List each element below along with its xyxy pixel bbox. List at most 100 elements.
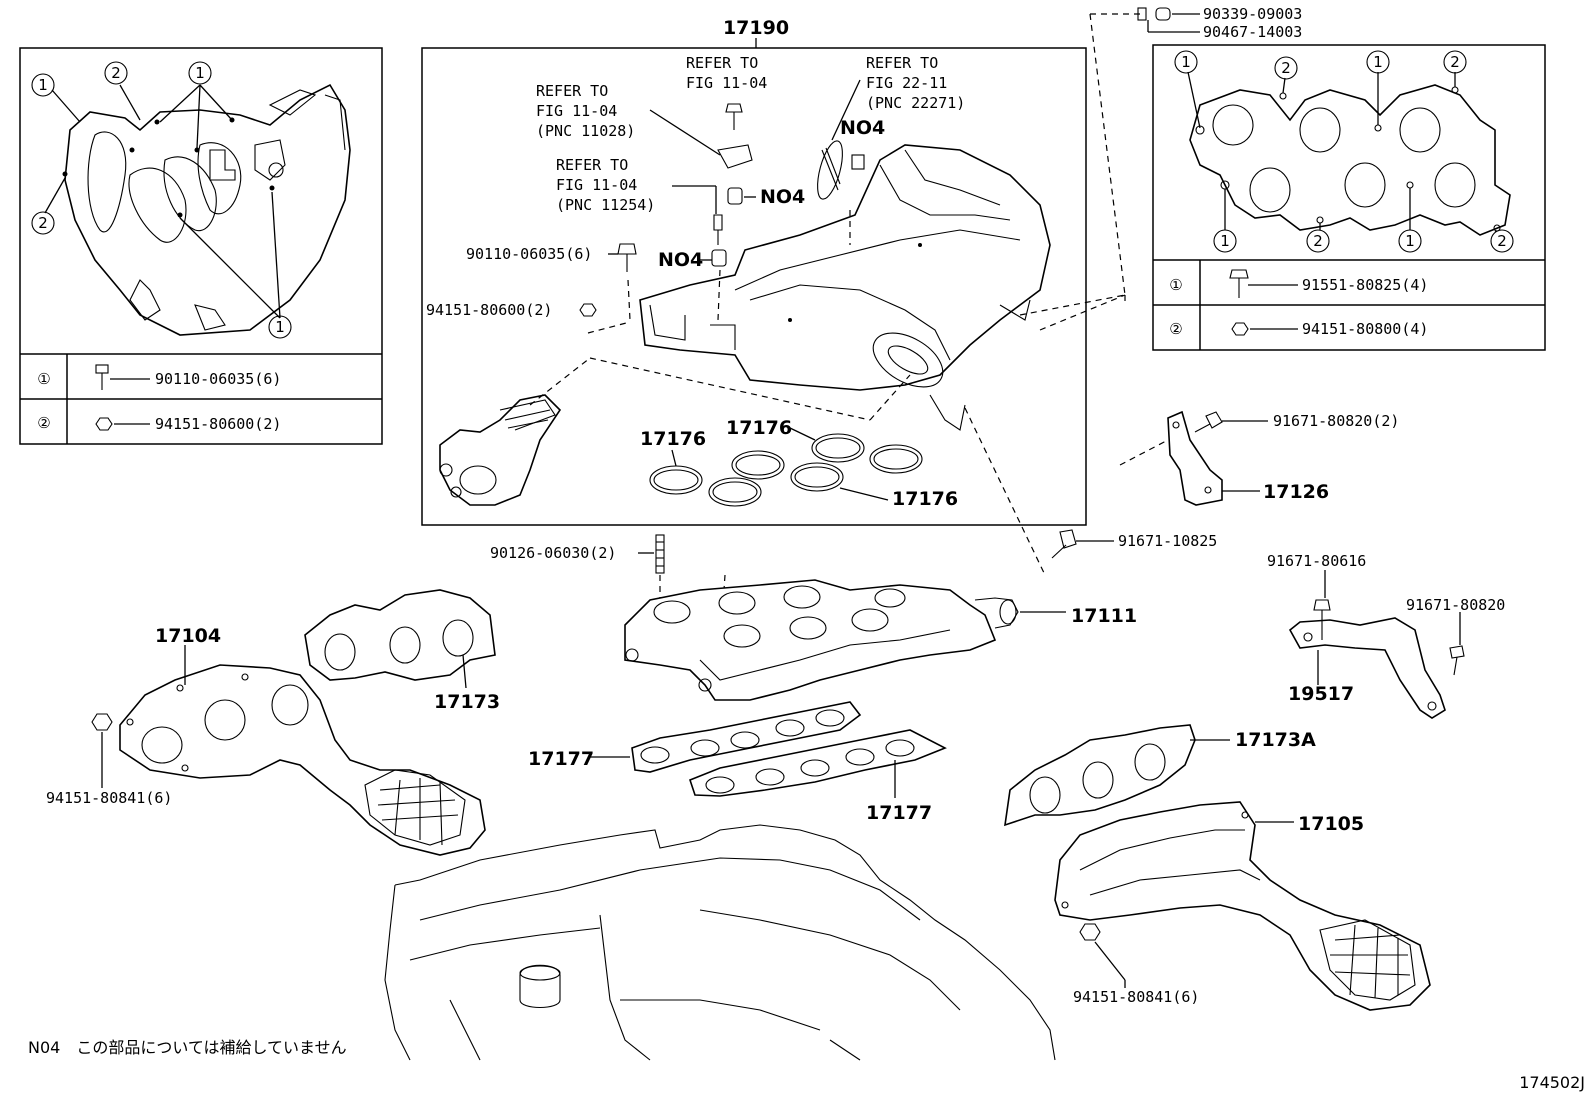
part-label-94151-80841: 94151-80841(6) xyxy=(1073,988,1199,1006)
nut-icon xyxy=(1079,923,1101,941)
stud-icon xyxy=(655,534,665,574)
bolt-icon xyxy=(1449,645,1465,676)
no-supply-tag: NO4 xyxy=(658,249,703,271)
callout-2: 2 xyxy=(1450,53,1460,71)
refer-note-4-line2: FIG 11-04 xyxy=(556,176,637,194)
lower-intake-manifold: 91671-10825 90126-06030(2) xyxy=(490,529,1217,701)
callout-2: 2 xyxy=(1497,232,1507,250)
left-inset: 1 2 1 2 1 ① ② 90110-06035(6) 94151-80600… xyxy=(19,47,383,445)
part-label-17176: 17176 xyxy=(726,417,792,439)
part-label-91671-80820: 91671-80820(2) xyxy=(1273,412,1399,430)
part-label-91671-10825: 91671-10825 xyxy=(1118,532,1217,550)
right-inset: 90339-09003 90467-14003 xyxy=(1089,5,1546,351)
refer-note-1-line3: (PNC 11028) xyxy=(536,122,635,140)
part-label-91671-80820: 91671-80820 xyxy=(1406,596,1505,614)
part-label-17126: 17126 xyxy=(1263,481,1329,503)
part-label-90339-09003: 90339-09003 xyxy=(1203,5,1302,23)
callout-1: 1 xyxy=(38,76,48,94)
refer-note-4-line3: (PNC 11254) xyxy=(556,196,655,214)
exhaust-gasket-right xyxy=(1004,724,1196,827)
part-label-90467-14003: 90467-14003 xyxy=(1203,23,1302,41)
figure-id: 174502J xyxy=(1519,1073,1585,1092)
part-label-17176: 17176 xyxy=(640,428,706,450)
nut-icon xyxy=(95,417,113,431)
exhaust-gasket-left xyxy=(304,589,496,681)
bolt-icon xyxy=(1051,529,1077,559)
no-supply-tag: NO4 xyxy=(760,186,805,208)
gasket-oval-icon xyxy=(817,140,843,200)
intake-manifold-top-view xyxy=(62,83,351,336)
bracket-icon xyxy=(717,144,753,169)
refer-note-4-line1: REFER TO xyxy=(556,156,628,174)
refer-note-2-line2: FIG 11-04 xyxy=(686,74,767,92)
nut-icon xyxy=(91,713,113,731)
part-label-17104: 17104 xyxy=(155,625,221,647)
refer-note-3-line2: FIG 22-11 xyxy=(866,74,947,92)
part-label-17173: 17173 xyxy=(434,691,500,713)
callout-1: 1 xyxy=(1405,232,1415,250)
part-label-19517: 19517 xyxy=(1288,683,1354,705)
callout-2: 2 xyxy=(38,214,48,232)
nut-icon xyxy=(1231,322,1249,336)
part-label-17190: 17190 xyxy=(723,17,789,39)
bolt-icon xyxy=(1313,599,1331,640)
legend-mark-1: ① xyxy=(1169,276,1182,294)
bolt-icon xyxy=(95,364,109,390)
bolt-icon xyxy=(1194,411,1223,433)
part-label-94151-80841: 94151-80841(6) xyxy=(46,789,172,807)
legend-mark-1: ① xyxy=(37,370,50,388)
legend-part-1: 90110-06035(6) xyxy=(155,370,281,388)
part-label-91671-80616: 91671-80616 xyxy=(1267,552,1366,570)
engine-block-outline xyxy=(384,824,1056,1061)
callout-2: 2 xyxy=(111,64,121,82)
no-supply-tag: NO4 xyxy=(840,117,885,139)
callout-1: 1 xyxy=(1220,232,1230,250)
nut-icon xyxy=(579,303,597,317)
throttle-body xyxy=(439,394,562,506)
part-label-17177: 17177 xyxy=(866,802,932,824)
callout-1: 1 xyxy=(1373,53,1383,71)
exhaust-manifold-left xyxy=(119,664,486,856)
legend-part-2: 94151-80800(4) xyxy=(1302,320,1428,338)
lower-manifold-gaskets xyxy=(631,701,947,797)
part-label-17176: 17176 xyxy=(892,488,958,510)
part-label-90126-06030: 90126-06030(2) xyxy=(490,544,616,562)
grommet-icon xyxy=(711,249,727,267)
callout-1: 1 xyxy=(1181,53,1191,71)
ignition-coil-bracket xyxy=(1288,599,1465,719)
plug-icon xyxy=(851,154,865,170)
exhaust-manifold-right xyxy=(1054,801,1431,1011)
callout-2: 2 xyxy=(1281,59,1291,77)
footnote: N04 この部品については補給していません xyxy=(28,1038,347,1057)
legend-mark-2: ② xyxy=(1169,320,1182,338)
refer-note-3-line3: (PNC 22271) xyxy=(866,94,965,112)
intake-plenum-assembly: 17190 REFER TO FIG 11-04 (PNC 11028) REF… xyxy=(421,17,1087,526)
part-label-94151-80600: 94151-80600(2) xyxy=(426,301,552,319)
legend-part-1: 91551-80825(4) xyxy=(1302,276,1428,294)
manifold-stay-bracket: 91671-80820(2) 17126 xyxy=(1119,410,1399,506)
callout-1: 1 xyxy=(275,318,285,336)
part-label-17105: 17105 xyxy=(1298,813,1364,835)
part-label-17173A: 17173A xyxy=(1235,729,1316,751)
intake-plenum xyxy=(639,144,1051,431)
callout-2: 2 xyxy=(1313,232,1323,250)
refer-note-2-line1: REFER TO xyxy=(686,54,758,72)
grommet-icon xyxy=(727,187,743,205)
legend-part-2: 94151-80600(2) xyxy=(155,415,281,433)
callout-1: 1 xyxy=(195,64,205,82)
bolt-icon xyxy=(1229,269,1249,298)
plug-icon xyxy=(1137,7,1171,21)
pcv-valve-icon xyxy=(713,214,723,245)
refer-note-1-line2: FIG 11-04 xyxy=(536,102,617,120)
part-label-90110-06035: 90110-06035(6) xyxy=(466,245,592,263)
bolt-icon xyxy=(725,103,743,130)
manifold-gasket xyxy=(1189,84,1511,236)
legend-mark-2: ② xyxy=(37,414,50,432)
part-label-17111: 17111 xyxy=(1071,605,1137,627)
refer-note-3-line1: REFER TO xyxy=(866,54,938,72)
bolt-icon xyxy=(617,243,637,272)
refer-note-1-line1: REFER TO xyxy=(536,82,608,100)
part-label-17177: 17177 xyxy=(528,748,594,770)
plenum-gaskets xyxy=(649,433,923,507)
